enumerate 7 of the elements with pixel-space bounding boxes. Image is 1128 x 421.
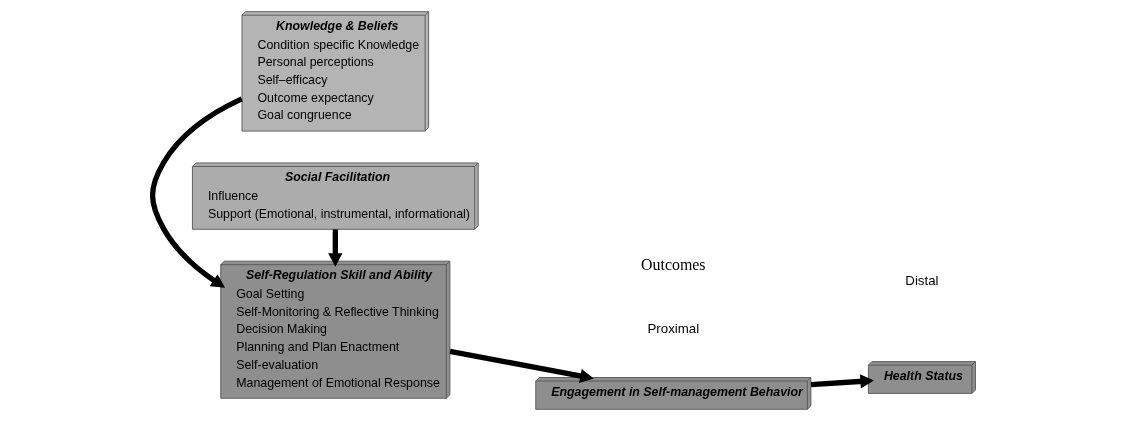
arrow xyxy=(149,96,243,288)
label: Distal xyxy=(905,273,939,289)
arrow xyxy=(810,374,875,389)
label: Outcomes xyxy=(641,255,706,273)
arrow xyxy=(328,229,343,267)
label: Proximal xyxy=(647,320,700,336)
arrow xyxy=(449,348,594,384)
